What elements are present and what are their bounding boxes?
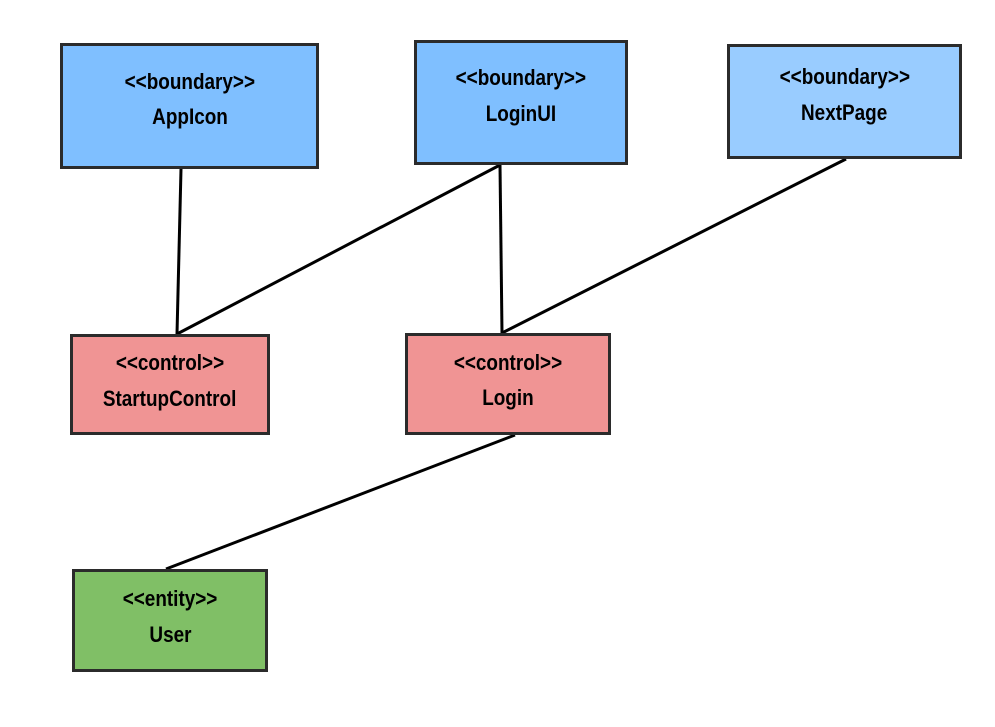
node-name: Login: [482, 385, 534, 410]
node-stereotype: <<control>>: [115, 350, 225, 376]
edge-loginui-login: [498, 164, 504, 334]
edge-nextpage-login: [501, 157, 847, 335]
edge-login-user: [165, 433, 516, 571]
control-startupcontrol-box: <<control>> StartupControl: [70, 334, 270, 435]
edge-loginui-startup: [176, 163, 501, 336]
boundary-nextpage-box: <<boundary>> NextPage: [727, 44, 962, 159]
node-name: AppIcon: [151, 104, 228, 129]
node-stereotype: <<boundary>>: [779, 64, 910, 90]
node-name: User: [148, 621, 192, 647]
control-login-box: <<control>> Login: [405, 333, 611, 435]
node-name: StartupControl: [103, 385, 237, 411]
node-stereotype: <<control>>: [453, 349, 563, 375]
node-stereotype: <<boundary>>: [455, 65, 587, 91]
boundary-loginui-box: <<boundary>> LoginUI: [414, 40, 628, 165]
node-stereotype: <<entity>>: [122, 586, 218, 612]
node-stereotype: <<boundary>>: [124, 68, 255, 94]
boundary-appicon-box: <<boundary>> AppIcon: [60, 43, 319, 169]
edge-appicon-startup: [175, 168, 183, 335]
node-name: LoginUI: [485, 100, 557, 126]
node-name: NextPage: [801, 99, 888, 125]
entity-user-box: <<entity>> User: [72, 569, 268, 672]
